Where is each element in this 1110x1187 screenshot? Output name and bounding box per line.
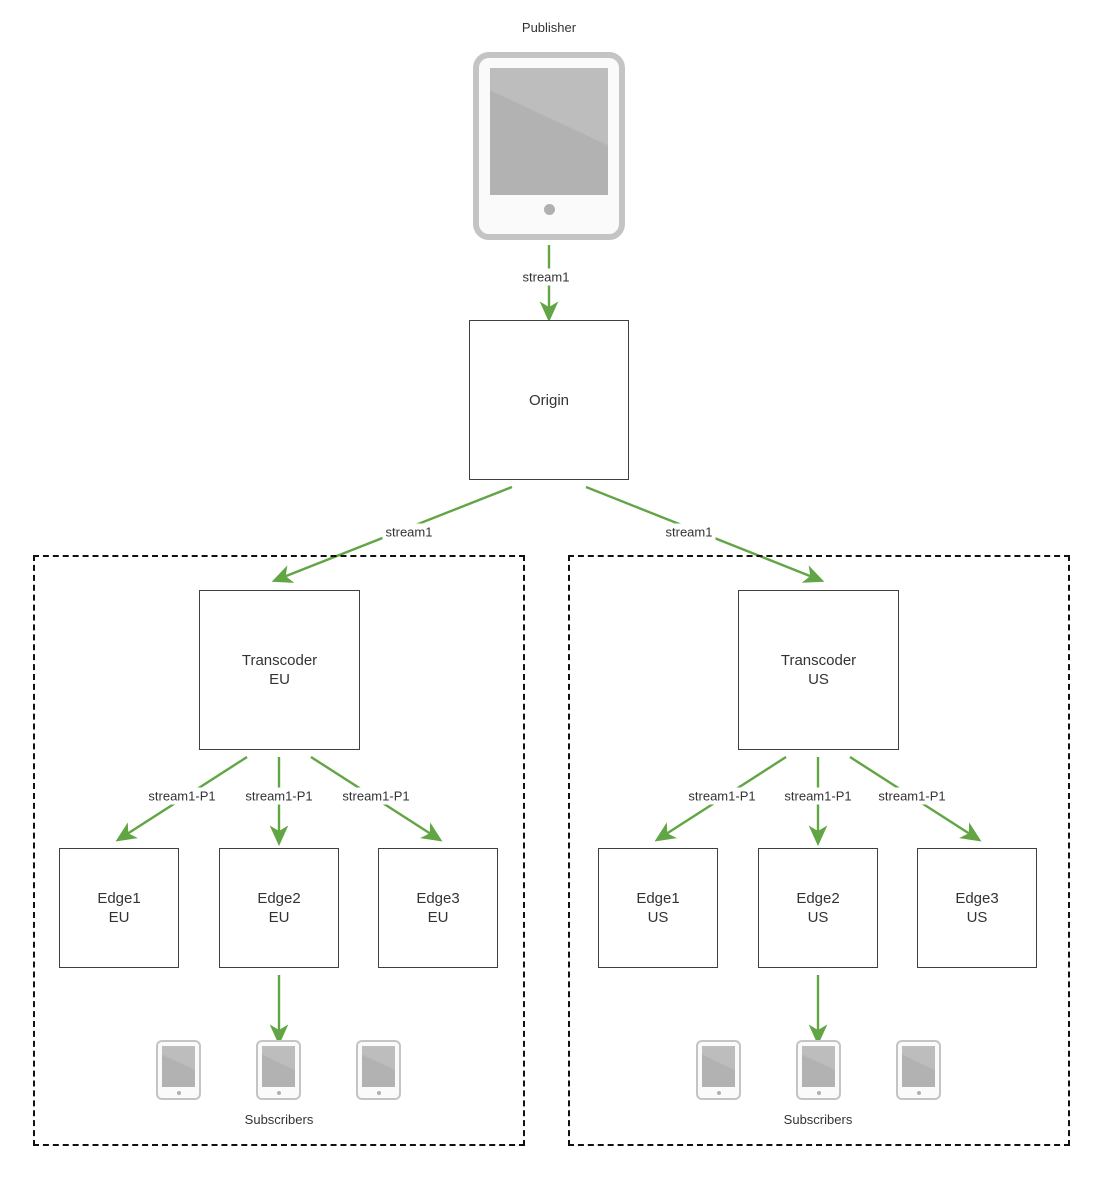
node-transcoder-eu[interactable]: Transcoder EU (199, 590, 360, 750)
label-origin-us: stream1 (662, 523, 716, 541)
zone-us (568, 555, 1070, 1146)
tablet-screen (362, 1046, 395, 1087)
subscriber-tablet-icon (156, 1040, 201, 1100)
node-edge3-eu[interactable]: Edge3 EU (378, 848, 498, 968)
tablet-home-button (916, 1091, 921, 1095)
tablet-screen (802, 1046, 835, 1087)
subscriber-tablet-icon (796, 1040, 841, 1100)
label-transcoder-eu-edge1: stream1-P1 (145, 787, 219, 805)
publisher-label: Publisher (521, 20, 577, 35)
tablet-icon (473, 52, 625, 240)
label-transcoder-us-edge1: stream1-P1 (685, 787, 759, 805)
zone-eu (33, 555, 525, 1146)
subscriber-tablet-icon (256, 1040, 301, 1100)
node-transcoder-us[interactable]: Transcoder US (738, 590, 899, 750)
node-edge3-us[interactable]: Edge3 US (917, 848, 1037, 968)
node-origin[interactable]: Origin (469, 320, 629, 480)
subscriber-tablet-icon (356, 1040, 401, 1100)
node-edge2-us[interactable]: Edge2 US (758, 848, 878, 968)
label-transcoder-eu-edge2: stream1-P1 (242, 787, 316, 805)
label-transcoder-eu-edge3: stream1-P1 (339, 787, 413, 805)
subscribers-label-eu: Subscribers (244, 1112, 314, 1127)
tablet-home-button (376, 1091, 381, 1095)
tablet-home-button (276, 1091, 281, 1095)
subscriber-tablet-icon (896, 1040, 941, 1100)
tablet-screen (902, 1046, 935, 1087)
label-publisher-origin: stream1 (519, 268, 573, 286)
tablet-screen (262, 1046, 295, 1087)
node-edge2-eu[interactable]: Edge2 EU (219, 848, 339, 968)
label-origin-eu: stream1 (382, 523, 436, 541)
tablet-home-button (176, 1091, 181, 1095)
label-transcoder-us-edge3: stream1-P1 (875, 787, 949, 805)
tablet-home-button (543, 204, 555, 215)
tablet-screen (702, 1046, 735, 1087)
node-edge1-eu[interactable]: Edge1 EU (59, 848, 179, 968)
label-transcoder-us-edge2: stream1-P1 (781, 787, 855, 805)
subscribers-label-us: Subscribers (783, 1112, 853, 1127)
tablet-home-button (816, 1091, 821, 1095)
tablet-home-button (716, 1091, 721, 1095)
tablet-screen (162, 1046, 195, 1087)
node-edge1-us[interactable]: Edge1 US (598, 848, 718, 968)
tablet-screen (490, 68, 608, 195)
subscriber-tablet-icon (696, 1040, 741, 1100)
